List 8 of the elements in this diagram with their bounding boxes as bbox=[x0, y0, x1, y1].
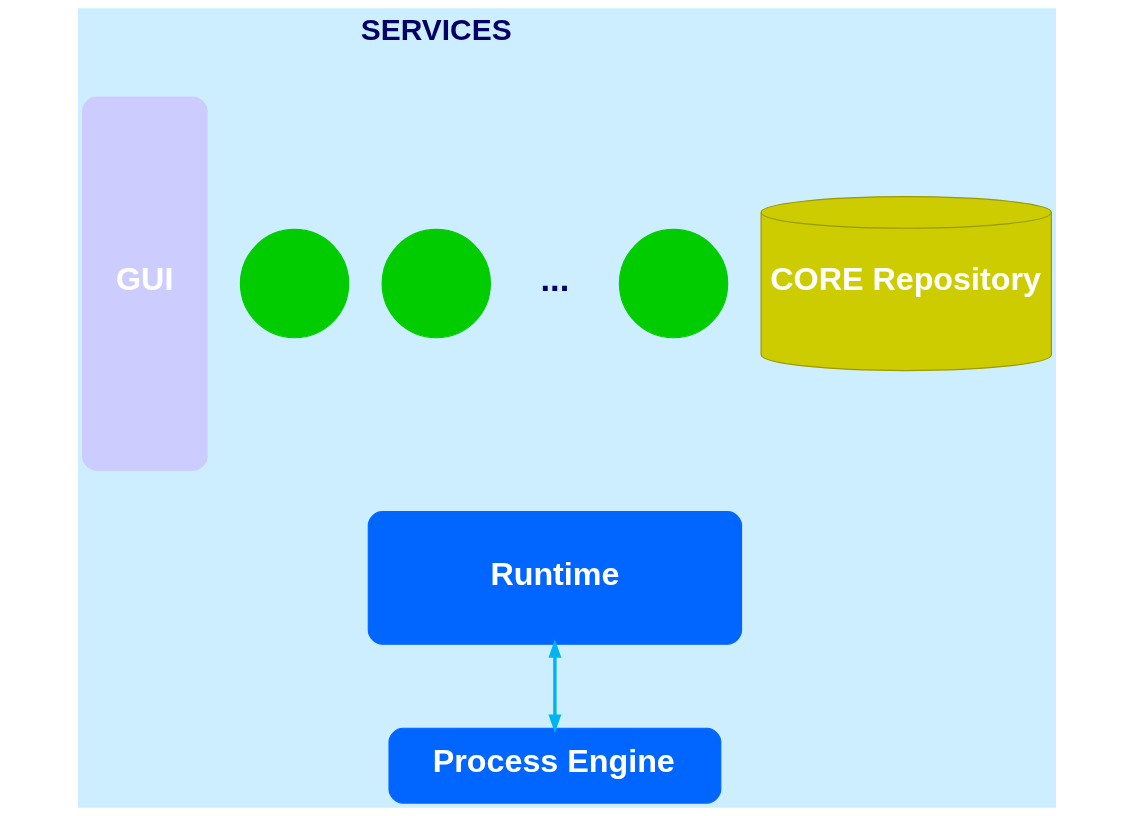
node-circle bbox=[618, 228, 728, 339]
node-circle bbox=[381, 228, 491, 339]
label: ... bbox=[540, 260, 569, 299]
node-box: Runtime bbox=[367, 511, 742, 645]
arrow bbox=[547, 639, 561, 733]
node-box: Process Engine bbox=[387, 727, 721, 804]
label: SERVICES bbox=[360, 13, 512, 47]
node-circle bbox=[239, 228, 349, 339]
